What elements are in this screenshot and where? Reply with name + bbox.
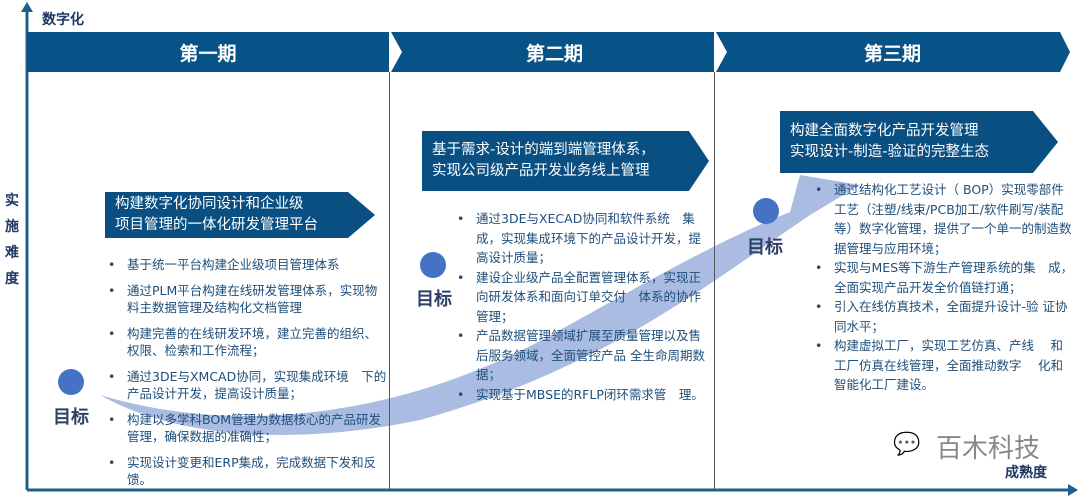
goal-label: 目标	[747, 237, 783, 258]
phase-divider	[389, 72, 390, 490]
banner-line: 基于需求-设计的端到端管理体系，	[432, 142, 655, 158]
phase-3-banner: 构建全面数字化产品开发管理实现设计-制造-验证的完整生态	[780, 111, 1058, 173]
list-item: 实现与MES等下游生产管理系统的集 成，全面实现产品开发全价值链打通；	[812, 258, 1074, 297]
banner-line: 构建全面数字化产品开发管理	[790, 123, 979, 139]
y-axis-arrow-icon	[21, 2, 33, 12]
phase-1-header: 第一期	[179, 42, 237, 65]
list-item: 通过结构化工艺设计（ BOP）实现零部件工艺（注塑/线束/PCB加工/软件刷写/…	[812, 180, 1074, 258]
list-item: 建设企业级产品全配置管理体系，实现正向研发体系和面向订单交付 体系的协作管理；	[454, 268, 712, 327]
phase-1-banner: 构建数字化协同设计和企业级项目管理的一体化研发管理平台	[105, 192, 375, 238]
y-axis-top-label: 数字化	[42, 12, 84, 28]
phase-2-header: 第二期	[525, 42, 583, 65]
list-item: 构建完善的在线研发环境，建立完善的组织、权限、检索和工作流程；	[105, 325, 387, 359]
list-item: 引入在线仿真技术，全面提升设计-验 证协同水平；	[812, 297, 1074, 336]
goal-label: 目标	[53, 407, 89, 428]
goal-circle-icon	[420, 252, 446, 278]
goal-circle-icon	[58, 369, 84, 395]
banner-line: 实现公司级产品开发业务线上管理	[432, 163, 650, 179]
list-item: 产品数据管理领域扩展至质量管理以及售后服务领域，全面管控产品 全生命周期数据；	[454, 326, 712, 385]
list-item: 通过3DE与XECAD协同和软件系统 集成，实现集成环境下的产品设计开发，提高设…	[454, 209, 712, 268]
watermark: 百木科技	[936, 434, 1041, 464]
list-item: 构建以多学科BOM管理为数据核心的产品研发管理，确保数据的准确性；	[105, 411, 387, 445]
list-item: 通过PLM平台构建在线研发管理体系，实现物料主数据管理及结构化文档管理	[105, 282, 387, 316]
goal-label: 目标	[416, 289, 452, 310]
goal-circle-icon	[753, 198, 779, 224]
phase-1-list: 基于统一平台构建企业级项目管理体系 通过PLM平台构建在线研发管理体系，实现物料…	[105, 256, 387, 488]
phase-3-header: 第三期	[863, 42, 921, 65]
list-item: 实现设计变更和ERP集成，完成数据下发和反馈。	[105, 454, 387, 488]
phase-2-banner: 基于需求-设计的端到端管理体系， 实现公司级产品开发业务线上管理	[422, 131, 709, 191]
phase-3-list: 通过结构化工艺设计（ BOP）实现零部件工艺（注塑/线束/PCB加工/软件刷写/…	[812, 180, 1074, 395]
list-item: 构建虚拟工厂，实现工艺仿真、产线 和工厂仿真在线管理，全面推动数字 化和智能化工…	[812, 336, 1074, 395]
banner-line: 实现设计-制造-验证的完整生态	[790, 144, 989, 160]
phase-divider	[714, 72, 715, 490]
banner-line: 项目管理的一体化研发管理平台	[115, 217, 318, 233]
wechat-icon: 💬	[893, 432, 921, 457]
list-item: 基于统一平台构建企业级项目管理体系	[105, 256, 387, 273]
phase-2-list: 通过3DE与XECAD协同和软件系统 集成，实现集成环境下的产品设计开发，提高设…	[454, 209, 712, 404]
y-axis-side-label: 实施难度	[5, 193, 19, 287]
x-axis-arrow-icon	[1068, 484, 1078, 496]
x-axis-label: 成熟度	[1005, 465, 1047, 481]
list-item: 实现基于MBSE的RFLP闭环需求管 理。	[454, 385, 712, 405]
banner-line: 构建数字化协同设计和企业级	[115, 196, 304, 212]
list-item: 通过3DE与XMCAD协同，实现集成环境 下的产品设计开发，提高设计质量；	[105, 368, 387, 402]
